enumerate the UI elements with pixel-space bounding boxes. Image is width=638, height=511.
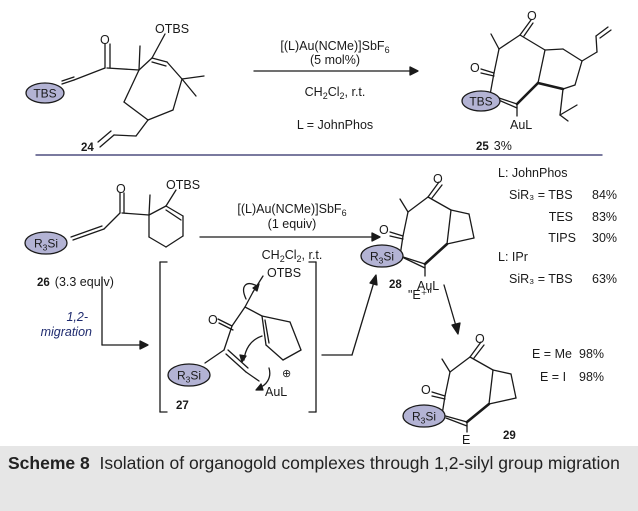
r3si-oval-28	[360, 244, 404, 268]
migration-label-2: migration	[41, 325, 92, 339]
catalyst-bottom: [(L)Au(NCMe)]SbF6	[237, 202, 346, 218]
aul-label-25: AuL	[510, 118, 532, 132]
result-row4-yield: 63%	[592, 272, 617, 286]
compound-25-structure	[472, 19, 612, 122]
transition-brackets	[159, 261, 317, 413]
reaction-scheme: O OTBS TBS 24 [(L)Au(NCMe)]SbF6 (5 mol%)…	[24, 9, 617, 446]
bridge-o-28: O	[433, 172, 443, 186]
intermediate-27-label: 27	[176, 400, 189, 412]
e-result-row2-label: E = I	[540, 370, 566, 384]
ligand-ipr: L: IPr	[498, 250, 528, 264]
electrophile-label: "E⁺"	[408, 288, 432, 302]
catalyst-top: [(L)Au(NCMe)]SbF6	[280, 39, 389, 55]
otbs-label-24: OTBS	[155, 22, 189, 36]
result-row1-label: SiR₃ = TBS	[509, 188, 573, 202]
tbs-oval-24	[25, 82, 65, 104]
otbs-label-26: OTBS	[166, 178, 200, 192]
ligand-johnphos: L: JohnPhos	[498, 166, 568, 180]
ketone-o-28: O	[379, 223, 389, 237]
bridge-o-25: O	[527, 9, 537, 23]
compound-24-structure	[61, 33, 205, 148]
loading-top: (5 mol%)	[310, 53, 360, 67]
aul-label-27: AuL	[265, 385, 287, 399]
plus-charge-27: ⊕	[282, 368, 291, 380]
arrow-28-to-29	[443, 284, 457, 327]
result-row4-label: SiR₃ = TBS	[509, 272, 573, 286]
result-row2-yield: 83%	[592, 210, 617, 224]
r3si-oval-26	[24, 231, 68, 255]
r3si-label-27: R3Si	[177, 369, 201, 385]
ketone-o-27: O	[208, 313, 218, 327]
loading-bottom: (1 equiv)	[268, 217, 317, 231]
e-substituent-29: E	[462, 433, 470, 446]
result-row3-yield: 30%	[592, 231, 617, 245]
ligand-top: L = JohnPhos	[297, 118, 373, 132]
r3si-label-28: R3Si	[370, 250, 394, 266]
e-result-row1-label: E = Me	[532, 347, 572, 361]
compound-28-structure	[379, 181, 475, 277]
r3si-label-29: R3Si	[412, 410, 436, 426]
ketone-o-25: O	[470, 61, 480, 75]
carbonyl-o-26: O	[116, 182, 126, 196]
solvent-bottom: CH2Cl2, r.t.	[262, 248, 323, 264]
bridge-o-29: O	[475, 332, 485, 346]
compound-29-structure	[423, 341, 517, 433]
tbs-label-24: TBS	[33, 87, 56, 101]
caption-text: Isolation of organogold complexes throug…	[99, 453, 620, 473]
caption-label: Scheme 8	[8, 453, 90, 473]
result-row3-label: TIPS	[548, 231, 576, 245]
scheme-caption: Scheme 8 Isolation of organogold complex…	[0, 446, 638, 511]
result-row2-label: TES	[549, 210, 573, 224]
e-result-row1-yield: 98%	[579, 347, 604, 361]
ketone-o-29: O	[421, 383, 431, 397]
r3si-label-26: R3Si	[34, 237, 58, 253]
e-result-row2-yield: 98%	[579, 370, 604, 384]
compound-label-24: 24	[81, 142, 94, 154]
migration-label-1: 1,2-	[66, 310, 88, 324]
product-29-label: 29	[503, 430, 516, 442]
compound-26-label: 26(3.3 equiv)	[37, 275, 114, 289]
tbs-oval-25	[461, 90, 501, 112]
aul-label-28: AuL	[417, 279, 439, 293]
result-row1-yield: 84%	[592, 188, 617, 202]
solvent-top: CH2Cl2, r.t.	[305, 85, 366, 101]
r3si-oval-29	[402, 404, 446, 428]
r3si-oval-27	[167, 363, 211, 387]
intermediate-27-structure	[204, 275, 302, 389]
carbonyl-o-24: O	[100, 33, 110, 47]
compound-26-structure	[70, 189, 184, 248]
tbs-label-25: TBS	[469, 95, 492, 109]
otbs-label-27: OTBS	[267, 266, 301, 280]
product-28-label: 28	[389, 279, 402, 291]
